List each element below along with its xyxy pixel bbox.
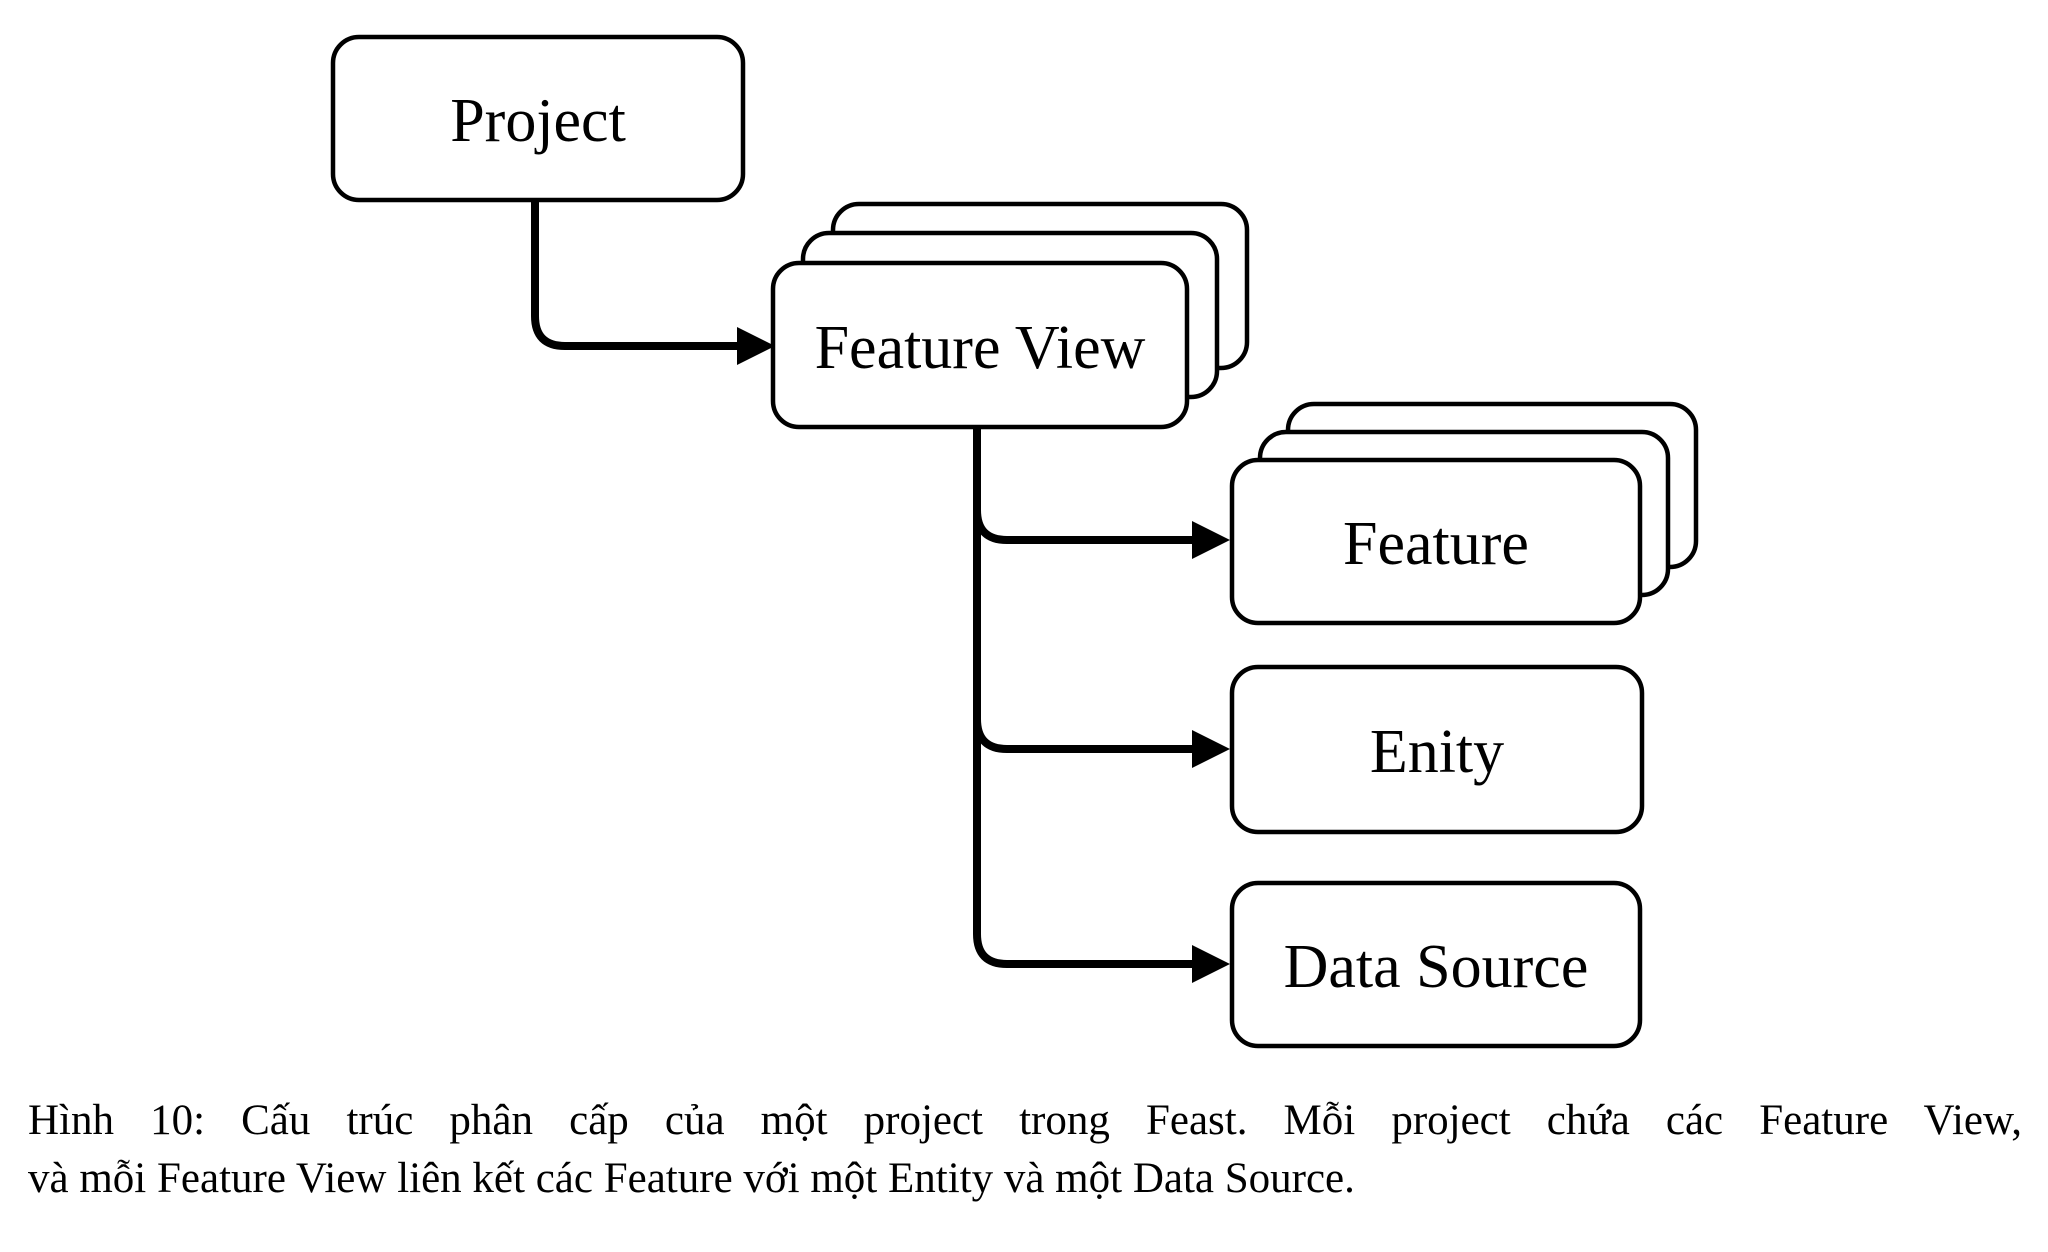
entity-node-label: Enity [1370,718,1504,786]
feature-view-to-feature-arrowhead-icon [1192,521,1230,559]
feature-node-label: Feature [1343,510,1529,578]
entity-node-box [1229,664,1645,835]
feature-view-to-entity-arrowhead-icon [1192,730,1230,768]
project-to-feature-view-arrowhead-icon [737,327,775,365]
data-source-node-box [1229,880,1643,1049]
feature-view-to-data-source-connector [973,427,1192,968]
project-to-feature-view-connector [531,200,737,350]
feature-node-box [1229,457,1643,626]
feature-view-to-entity-connector [973,427,1192,753]
caption-line-1: Hình 10: Cấu trúc phân cấp của một proje… [28,1097,2022,1144]
data-source-node-label: Data Source [1284,933,1589,1001]
figure-caption: Hình 10: Cấu trúc phân cấp của một proje… [28,1092,2022,1208]
caption-line-2: và mỗi Feature View liên kết các Feature… [28,1155,1355,1202]
project-node-label: Project [450,87,626,155]
feature-view-to-data-source-arrowhead-icon [1192,945,1230,983]
feature-view-node-label: Feature View [815,314,1146,382]
feast-hierarchy-diagram: Project Feature View Feature Enity Data … [330,34,1699,1049]
feature-view-to-feature-connector [973,427,1192,544]
